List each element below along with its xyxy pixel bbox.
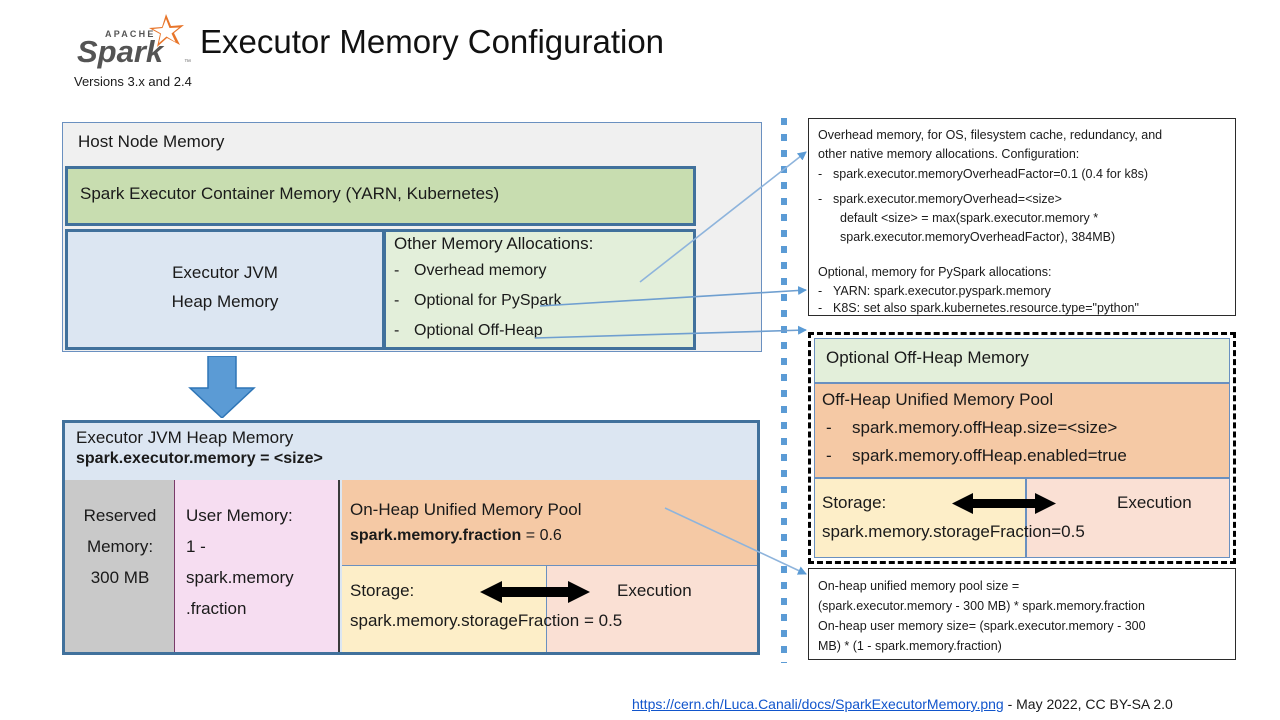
other-allocation-item-overhead: Overhead memory — [414, 262, 547, 279]
overhead-note-line-3: spark.executor.memoryOverhead=<size> — [833, 192, 1062, 206]
off-heap-bullet-size: spark.memory.offHeap.size=<size> — [852, 418, 1118, 437]
source-link[interactable]: https://cern.ch/Luca.Canali/docs/SparkEx… — [632, 696, 1004, 712]
off-heap-storage-fraction-label: spark.memory.storageFraction=0.5 — [822, 522, 1085, 541]
overhead-note-line-1: other native memory allocations. Configu… — [818, 147, 1080, 161]
heap-storage-execution-double-arrow-icon — [480, 580, 590, 604]
flow-down-arrow-icon — [178, 355, 278, 420]
overhead-note-line-4: default <size> = max(spark.executor.memo… — [840, 211, 1099, 225]
off-heap-bullet-enabled: spark.memory.offHeap.enabled=true — [852, 446, 1127, 465]
user-memory-line3: spark.memory — [186, 568, 294, 587]
heap-detail-subtitle: spark.executor.memory = <size> — [76, 450, 323, 467]
bullet-dash-overhead: - — [394, 262, 400, 279]
overhead-note-dash-1: - — [818, 192, 823, 206]
page-title: Executor Memory Configuration — [200, 23, 665, 60]
overhead-note-line-7: Optional, memory for PySpark allocations… — [818, 265, 1052, 279]
user-memory-label: User Memory: 1 - spark.memory .fraction — [186, 500, 336, 624]
overhead-note-line-5: spark.executor.memoryOverheadFactor), 38… — [840, 230, 1116, 244]
overhead-note-line-8: YARN: spark.executor.pyspark.memory — [833, 284, 1051, 298]
overhead-note-line-9: K8S: set also spark.kubernetes.resource.… — [833, 301, 1139, 315]
user-memory-line1: User Memory: — [186, 506, 293, 525]
off-heap-execution-region — [1026, 478, 1230, 558]
optional-off-heap-memory-label: Optional Off-Heap Memory — [826, 348, 1029, 367]
executor-jvm-heap-memory-label: Executor JVM Heap Memory — [65, 258, 385, 316]
on-heap-memory-fraction-value: = 0.6 — [521, 527, 562, 544]
reserved-memory-box — [65, 480, 175, 652]
off-heap-storage-execution-double-arrow-icon — [952, 492, 1056, 515]
off-heap-bullet-dash-0: - — [826, 418, 832, 437]
overhead-note-dash-2: - — [818, 284, 823, 298]
svg-text:™: ™ — [184, 59, 191, 66]
apache-spark-logo: APACHE Spark ™ — [72, 12, 200, 70]
heap-execution-region — [547, 566, 757, 652]
off-heap-execution-label: Execution — [1117, 493, 1192, 512]
optional-off-heap-memory-header — [814, 338, 1230, 383]
overhead-note-line-2: spark.executor.memoryOverheadFactor=0.1 … — [833, 167, 1149, 181]
other-memory-allocations-title: Other Memory Allocations: — [394, 234, 594, 253]
heap-storage-fraction-label: spark.memory.storageFraction = 0.5 — [350, 611, 623, 630]
on-heap-unified-memory-pool-title: On-Heap Unified Memory Pool — [350, 500, 582, 519]
reserved-memory-line2: Memory: — [86, 537, 154, 556]
on-heap-note-line-3: MB) * (1 - spark.memory.fraction) — [818, 639, 1002, 653]
on-heap-note-line-1: (spark.executor.memory - 300 MB) * spark… — [818, 599, 1145, 613]
user-memory-line2: 1 - — [186, 537, 206, 556]
overhead-note-dash-3: - — [818, 301, 823, 315]
heap-execution-label: Execution — [617, 581, 692, 600]
reserved-memory-line3: 300 MB — [90, 568, 150, 587]
spark-executor-container-memory-box — [65, 166, 696, 226]
user-memory-box — [175, 480, 340, 652]
other-allocation-item-pyspark: Optional for PySpark — [414, 292, 562, 309]
svg-text:APACHE: APACHE — [105, 29, 156, 39]
vertical-dotted-separator — [781, 118, 787, 663]
svg-text:Spark: Spark — [77, 34, 165, 69]
off-heap-unified-memory-pool-title: Off-Heap Unified Memory Pool — [822, 390, 1054, 409]
page-subtitle: Versions 3.x and 2.4 — [74, 74, 192, 89]
bullet-dash-pyspark: - — [394, 292, 400, 309]
executor-jvm-heap-line2: Heap Memory — [171, 292, 279, 311]
on-heap-memory-fraction-label: spark.memory.fraction = 0.6 — [350, 527, 562, 545]
off-heap-unified-memory-pool-box — [814, 383, 1230, 478]
host-node-memory-label: Host Node Memory — [78, 132, 225, 151]
on-heap-sizing-note-box — [808, 568, 1236, 660]
bullet-dash-offheap: - — [394, 322, 400, 339]
off-heap-bullet-dash-1: - — [826, 446, 832, 465]
reserved-memory-label: Reserved Memory: 300 MB — [70, 500, 170, 593]
off-heap-storage-label: Storage: — [822, 493, 887, 512]
off-heap-storage-region — [814, 478, 1026, 558]
user-memory-line4: .fraction — [186, 599, 247, 618]
overhead-note-dash-0: - — [818, 167, 823, 181]
other-allocation-item-offheap: Optional Off-Heap — [414, 322, 543, 339]
on-heap-unified-memory-pool-box — [342, 480, 757, 566]
executor-jvm-heap-line1: Executor JVM — [172, 263, 278, 282]
overhead-note-line-0: Overhead memory, for OS, filesystem cach… — [818, 128, 1163, 142]
heap-detail-title: Executor JVM Heap Memory — [76, 428, 294, 447]
spark-executor-container-memory-label: Spark Executor Container Memory (YARN, K… — [80, 184, 500, 203]
heap-storage-label: Storage: — [350, 581, 415, 600]
on-heap-note-line-0: On-heap unified memory pool size = — [818, 579, 1020, 593]
heap-storage-region — [342, 566, 547, 652]
overhead-memory-note-box — [808, 118, 1236, 316]
on-heap-note-line-2: On-heap user memory size= (spark.executo… — [818, 619, 1146, 633]
on-heap-memory-fraction-key: spark.memory.fraction — [350, 527, 522, 544]
reserved-memory-line1: Reserved — [83, 506, 157, 525]
footer-license: - May 2022, CC BY-SA 2.0 — [1003, 696, 1173, 712]
footer: https://cern.ch/Luca.Canali/docs/SparkEx… — [632, 696, 1173, 712]
